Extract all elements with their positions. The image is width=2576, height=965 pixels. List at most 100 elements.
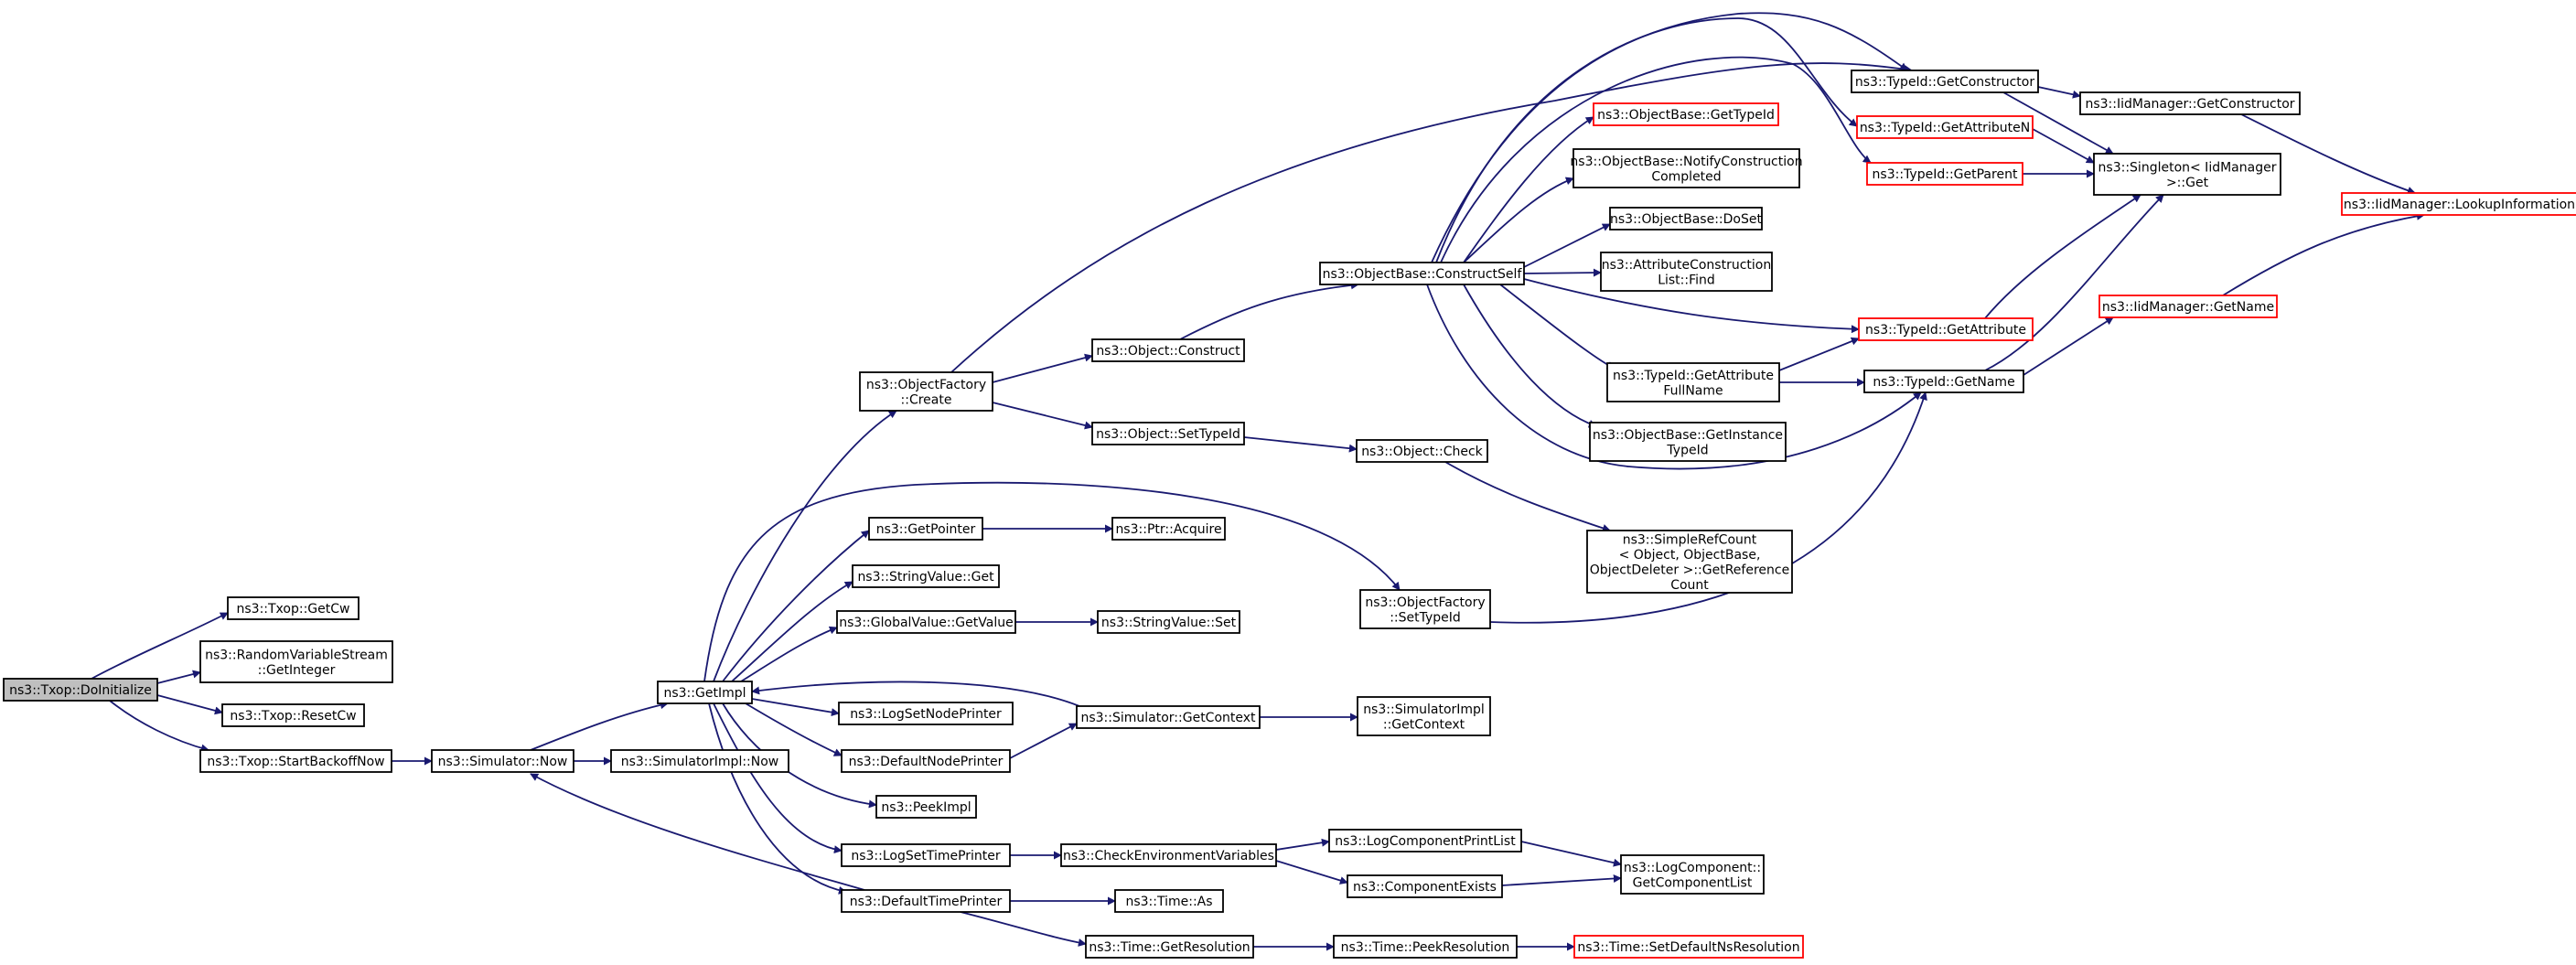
function-node[interactable]: ns3::Time::SetDefaultNsResolution bbox=[1573, 935, 1804, 959]
current-function-node[interactable]: ns3::Txop::DoInitialize bbox=[3, 678, 158, 702]
node-label: ns3::CheckEnvironmentVariables bbox=[1063, 849, 1274, 863]
call-arrow bbox=[1463, 177, 1574, 263]
function-node[interactable]: ns3::TypeId::GetParent bbox=[1866, 162, 2023, 186]
function-node[interactable]: ns3::LogSetTimePrinter bbox=[841, 843, 1011, 867]
node-label: ::SetTypeId bbox=[1390, 610, 1461, 625]
call-arrow bbox=[960, 911, 1087, 947]
function-node[interactable]: ns3::RandomVariableStream::GetInteger bbox=[199, 640, 393, 683]
node-label: ns3::Time::GetResolution bbox=[1089, 940, 1250, 955]
node-label: ns3::ObjectBase::NotifyConstruction bbox=[1570, 155, 1802, 169]
node-label: ::GetInteger bbox=[258, 663, 336, 678]
call-edge bbox=[960, 911, 1087, 947]
function-node[interactable]: ns3::Simulator::Now bbox=[431, 749, 574, 773]
node-label: GetComponentList bbox=[1633, 875, 1753, 890]
function-node[interactable]: ns3::CheckEnvironmentVariables bbox=[1060, 843, 1277, 867]
node-label: ns3::TypeId::GetConstructor bbox=[1855, 75, 2034, 90]
function-node[interactable]: ns3::StringValue::Set bbox=[1097, 610, 1240, 634]
call-edges bbox=[91, 12, 2425, 951]
call-edge bbox=[1463, 177, 1574, 263]
function-node[interactable]: ns3::GlobalValue::GetValue bbox=[836, 610, 1016, 634]
function-node[interactable]: ns3::Time::PeekResolution bbox=[1333, 935, 1518, 959]
function-node[interactable]: ns3::ObjectBase::ConstructSelf bbox=[1319, 262, 1525, 285]
call-arrow bbox=[530, 773, 865, 891]
function-node[interactable]: ns3::DefaultTimePrinter bbox=[841, 889, 1011, 913]
call-edge bbox=[1778, 337, 1860, 371]
function-node[interactable]: ns3::ObjectBase::GetTypeId bbox=[1593, 102, 1779, 126]
function-node[interactable]: ns3::GetImpl bbox=[657, 681, 753, 704]
call-edge bbox=[2222, 211, 2425, 296]
function-node[interactable]: ns3::SimpleRefCount< Object, ObjectBase,… bbox=[1586, 530, 1793, 594]
function-node[interactable]: ns3::DefaultNodePrinter bbox=[841, 749, 1011, 773]
node-label: ns3::GetPointer bbox=[876, 522, 976, 537]
node-label: ns3::TypeId::GetName bbox=[1873, 375, 2014, 390]
function-node[interactable]: ns3::GetPointer bbox=[868, 517, 983, 541]
call-edge bbox=[530, 773, 865, 891]
function-node[interactable]: ns3::ComponentExists bbox=[1347, 874, 1503, 898]
call-arrow bbox=[1523, 278, 1860, 334]
function-node[interactable]: ns3::TypeId::GetConstructor bbox=[1851, 70, 2039, 93]
call-edge bbox=[1275, 838, 1330, 851]
function-node[interactable]: ns3::LogComponentPrintList bbox=[1328, 829, 1522, 852]
call-arrow bbox=[2240, 113, 2416, 195]
node-box bbox=[1572, 148, 1800, 188]
function-node[interactable]: ns3::PeekImpl bbox=[875, 795, 977, 819]
function-node[interactable]: ns3::IidManager::LookupInformation bbox=[2341, 192, 2576, 216]
node-label: List::Find bbox=[1658, 273, 1715, 287]
call-edge bbox=[1523, 223, 1611, 268]
node-box bbox=[838, 702, 1014, 725]
node-label: ns3::Simulator::Now bbox=[438, 755, 568, 769]
call-arrow bbox=[2222, 211, 2425, 296]
function-node[interactable]: ns3::SimulatorImpl::Now bbox=[610, 749, 789, 773]
function-node[interactable]: ns3::Object::Construct bbox=[1091, 338, 1245, 362]
call-edge bbox=[2002, 91, 2114, 155]
function-node[interactable]: ns3::Simulator::GetContext bbox=[1076, 705, 1261, 729]
call-arrow bbox=[1463, 284, 1597, 428]
function-node[interactable]: ns3::Object::Check bbox=[1356, 439, 1488, 463]
function-node[interactable]: ns3::StringValue::Get bbox=[852, 564, 1000, 588]
call-edge bbox=[703, 481, 1401, 682]
call-edge bbox=[740, 626, 838, 682]
call-edge bbox=[1501, 874, 1622, 886]
call-arrow bbox=[713, 702, 843, 854]
function-node[interactable]: ns3::TypeId::GetName bbox=[1863, 370, 2024, 393]
function-node[interactable]: ns3::ObjectBase::DoSet bbox=[1609, 207, 1763, 231]
function-node[interactable]: ns3::TypeId::GetAttributeN bbox=[1856, 115, 2034, 139]
function-node[interactable]: ns3::Object::SetTypeId bbox=[1091, 422, 1245, 445]
function-node[interactable]: ns3::ObjectBase::NotifyConstructionCompl… bbox=[1570, 148, 1803, 188]
function-node[interactable]: ns3::LogComponent::GetComponentList bbox=[1620, 854, 1765, 895]
node-box bbox=[2341, 192, 2576, 216]
function-node[interactable]: ns3::Ptr::Acquire bbox=[1111, 517, 1226, 541]
node-box bbox=[227, 596, 360, 620]
function-node[interactable]: ns3::Txop::StartBackoffNow bbox=[199, 749, 392, 773]
node-label: ns3::Time::PeekResolution bbox=[1341, 940, 1510, 955]
node-box bbox=[199, 640, 393, 683]
node-label: Completed bbox=[1651, 169, 1721, 184]
call-edge bbox=[751, 698, 840, 717]
function-node[interactable]: ns3::SimulatorImpl::GetContext bbox=[1357, 696, 1491, 736]
function-node[interactable]: ns3::Time::GetResolution bbox=[1085, 935, 1254, 959]
function-node[interactable]: ns3::Txop::ResetCw bbox=[221, 703, 365, 727]
function-node[interactable]: ns3::TypeId::GetAttribute bbox=[1858, 317, 2034, 341]
function-node[interactable]: ns3::IidManager::GetConstructor bbox=[2079, 91, 2301, 115]
function-node[interactable]: ns3::Txop::GetCw bbox=[227, 596, 360, 620]
node-box bbox=[1573, 935, 1804, 959]
call-arrow bbox=[1275, 838, 1330, 851]
call-arrow bbox=[1778, 337, 1860, 371]
call-edge bbox=[1435, 17, 1858, 263]
function-node[interactable]: ns3::Time::As bbox=[1114, 889, 1224, 913]
node-label: ::GetContext bbox=[1383, 717, 1465, 732]
function-node[interactable]: ns3::IidManager::GetName bbox=[2098, 295, 2278, 318]
node-box bbox=[1866, 162, 2023, 186]
function-node[interactable]: ns3::ObjectFactory::Create bbox=[859, 371, 993, 412]
call-edge bbox=[713, 702, 843, 854]
function-node[interactable]: ns3::Singleton< IidManager>::Get bbox=[2093, 153, 2281, 196]
function-node[interactable]: ns3::ObjectFactory::SetTypeId bbox=[1359, 589, 1491, 629]
node-label: ns3::LogSetNodePrinter bbox=[850, 707, 1002, 722]
node-label: ns3::IidManager::LookupInformation bbox=[2344, 198, 2575, 212]
call-edge bbox=[2032, 128, 2095, 164]
function-node[interactable]: ns3::LogSetNodePrinter bbox=[838, 702, 1014, 725]
